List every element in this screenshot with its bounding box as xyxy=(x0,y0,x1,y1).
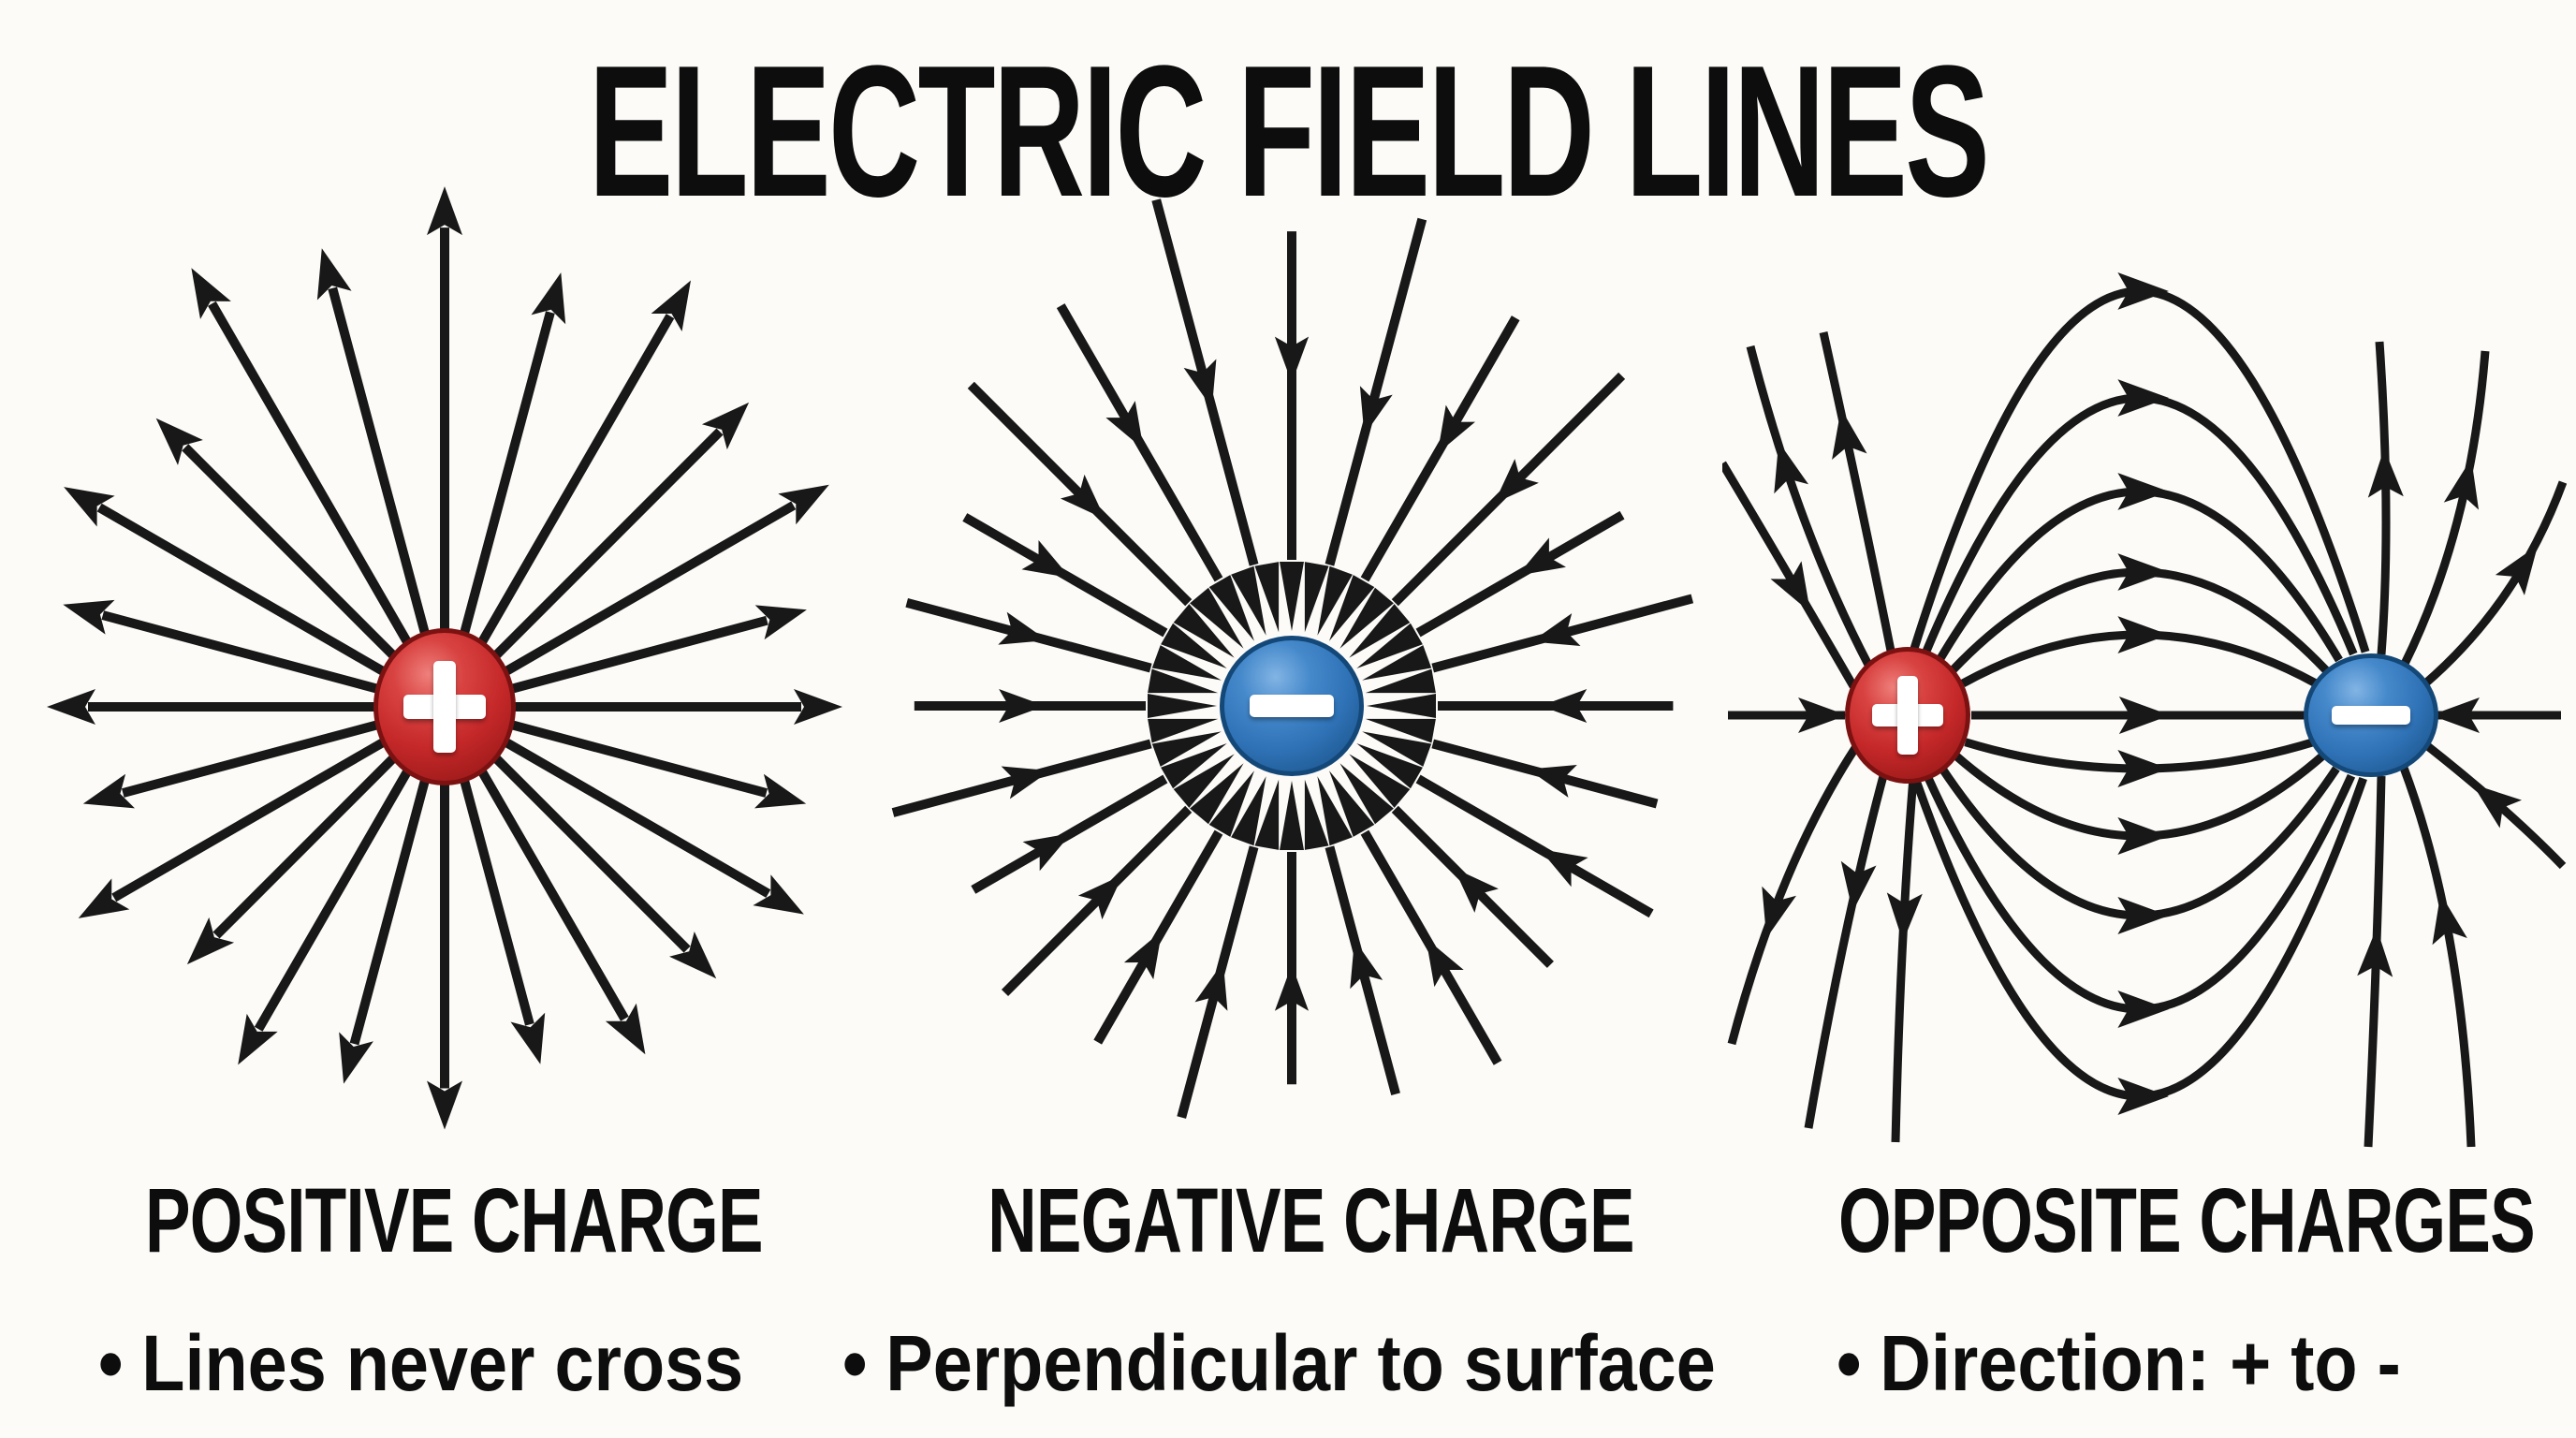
note-direction: •Direction: + to - xyxy=(1837,1318,2401,1409)
label-positive-charge: POSITIVE CHARGE xyxy=(19,1168,889,1273)
field-lines-dipole xyxy=(1722,272,2567,1148)
field-lines-negative xyxy=(891,198,1694,1119)
plus-bar-vertical xyxy=(432,661,457,753)
label-text: POSITIVE CHARGE xyxy=(145,1169,764,1271)
bullet-icon: • xyxy=(98,1319,124,1407)
minus-bar xyxy=(2332,705,2410,726)
positive-charge-sphere xyxy=(373,628,516,785)
bullet-icon: • xyxy=(842,1319,868,1407)
label-negative-charge: NEGATIVE CHARGE xyxy=(880,1168,1713,1273)
note-text: Direction: + to - xyxy=(1880,1319,2401,1407)
dipole-negative-sphere xyxy=(2304,653,2438,777)
page-title-text: ELECTRIC FIELD LINES xyxy=(588,27,1990,236)
note-lines-never-cross: •Lines never cross xyxy=(98,1318,743,1409)
note-text: Perpendicular to surface xyxy=(886,1319,1716,1407)
note-text: Lines never cross xyxy=(141,1319,744,1407)
label-text: OPPOSITE CHARGES xyxy=(1837,1169,2536,1271)
negative-charge-sphere xyxy=(1220,636,1364,776)
label-text: NEGATIVE CHARGE xyxy=(988,1169,1634,1271)
minus-bar xyxy=(1250,695,1334,717)
page-title: ELECTRIC FIELD LINES xyxy=(0,24,2576,240)
dipole-positive-sphere xyxy=(1845,647,1970,784)
bullet-icon: • xyxy=(1837,1319,1862,1407)
label-opposite-charges: OPPOSITE CHARGES xyxy=(1722,1168,2567,1273)
plus-bar-vertical xyxy=(1897,675,1918,756)
note-perpendicular: •Perpendicular to surface xyxy=(842,1318,1716,1409)
